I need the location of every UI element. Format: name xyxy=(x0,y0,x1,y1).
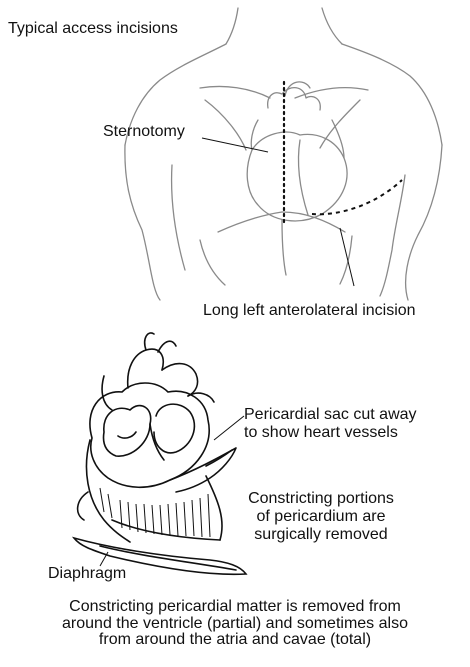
diaphragm-label: Diaphragm xyxy=(48,565,126,583)
anterolateral-label: Long left anterolateral incision xyxy=(203,302,416,320)
pericardium-curl xyxy=(78,492,88,520)
caption-line-3: from around the atria and cavae (total) xyxy=(0,632,470,649)
aorta xyxy=(128,349,164,388)
septum-fold xyxy=(150,424,164,460)
left-chamber xyxy=(154,404,194,453)
diagram-title: Typical access incisions xyxy=(8,20,178,38)
constricting-line-3: surgically removed xyxy=(226,526,416,544)
sac-leader xyxy=(214,416,244,440)
pericardium-hatching xyxy=(100,488,210,537)
constricting-line-2: of pericardium are xyxy=(226,508,416,526)
chamber-detail xyxy=(118,432,136,438)
right-chamber xyxy=(104,406,151,457)
caption-line-1: Constricting pericardial matter is remov… xyxy=(0,599,470,616)
pericardium-bottom xyxy=(112,520,220,540)
constricting-label: Constricting portions of pericardium are… xyxy=(226,490,416,544)
sac-cut-line-2: to show heart vessels xyxy=(244,424,450,442)
sac-cut-label: Pericardial sac cut away to show heart v… xyxy=(244,406,450,442)
caption-line-2: around the ventricle (partial) and somet… xyxy=(0,616,470,633)
vessel-branch-1 xyxy=(145,333,154,350)
flap-fold xyxy=(206,450,232,466)
caption: Constricting pericardial matter is remov… xyxy=(0,599,470,649)
sac-cut-line-1: Pericardial sac cut away xyxy=(244,406,450,424)
vessel-branch-2 xyxy=(158,341,176,352)
sternotomy-label: Sternotomy xyxy=(103,123,185,141)
constricting-line-1: Constricting portions xyxy=(226,490,416,508)
